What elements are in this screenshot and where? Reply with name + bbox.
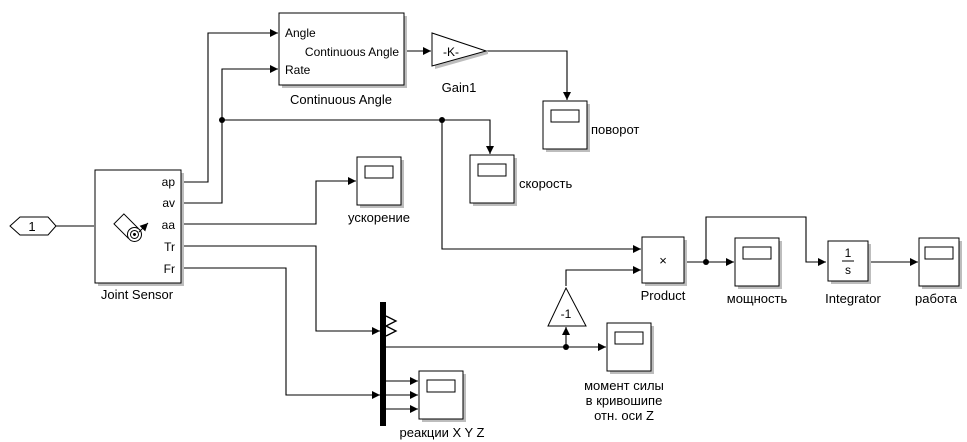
- wire-ap-to-angle[interactable]: [180, 29, 278, 183]
- scope-torque[interactable]: момент силы в кривошипе отн. оси Z: [584, 322, 664, 423]
- wire-aa-to-acceleration-scope[interactable]: [180, 177, 356, 225]
- scope-power[interactable]: мощность: [727, 237, 788, 306]
- scope-torque-label-2: в кривошипе: [586, 393, 663, 408]
- wire-av-to-rate[interactable]: [180, 65, 278, 204]
- scope-acceleration[interactable]: ускорение: [348, 156, 410, 225]
- scope-screen-icon: [550, 109, 580, 123]
- joint-sensor-block[interactable]: ap av aa Tr Fr Joint Sensor: [94, 169, 184, 302]
- port-continuous-angle-out: Continuous Angle: [305, 45, 399, 59]
- gain-neg-value: -1: [561, 307, 572, 321]
- continuous-angle-block[interactable]: Angle Rate Continuous Angle Continuous A…: [278, 12, 407, 107]
- scope-screen-icon: [742, 246, 772, 260]
- wire-av-to-velocity-scope[interactable]: [222, 119, 494, 154]
- inport-block[interactable]: 1: [9, 216, 57, 236]
- scope-reactions-label: реакции X Y Z: [400, 425, 485, 440]
- wire-fr-to-mux[interactable]: [180, 267, 380, 399]
- gain1-block[interactable]: -K- Gain1: [431, 32, 488, 95]
- product-symbol: ×: [659, 253, 667, 268]
- port-rate: Rate: [285, 63, 311, 77]
- integrator-block[interactable]: 1 s Integrator: [825, 240, 881, 306]
- scope-screen-icon: [426, 379, 456, 393]
- scope-reactions[interactable]: реакции X Y Z: [400, 370, 485, 440]
- scope-screen-icon: [364, 165, 394, 179]
- scope-acceleration-label: ускорение: [348, 210, 410, 225]
- port-aa: aa: [162, 218, 176, 232]
- wire-gain-to-rotation-scope[interactable]: [487, 50, 571, 100]
- integrator-denominator: s: [845, 263, 851, 277]
- scope-torque-label-3: отн. оси Z: [594, 408, 654, 423]
- wire-product-to-integrator[interactable]: [705, 216, 826, 266]
- wire-neg-gain-to-product[interactable]: [565, 266, 641, 286]
- integrator-numerator: 1: [845, 246, 852, 260]
- scope-screen-icon: [924, 246, 954, 260]
- port-angle: Angle: [285, 26, 316, 40]
- demux-reactions[interactable]: [380, 370, 386, 426]
- scope-rotation[interactable]: поворот: [542, 100, 639, 152]
- port-tr: Tr: [164, 240, 175, 254]
- signal-lines: [56, 29, 918, 413]
- gain-neg-block[interactable]: -1: [547, 286, 587, 327]
- product-block[interactable]: × Product: [641, 236, 687, 303]
- branch-point: [219, 117, 225, 123]
- mux-torque[interactable]: [380, 302, 398, 382]
- scope-screen-icon: [477, 163, 507, 177]
- product-label: Product: [641, 288, 686, 303]
- scope-screen-icon: [614, 331, 644, 345]
- scope-torque-label-1: момент силы: [584, 378, 664, 393]
- port-av: av: [162, 196, 175, 210]
- scope-velocity-label: скорость: [519, 176, 572, 191]
- integrator-label: Integrator: [825, 291, 881, 306]
- scope-velocity[interactable]: скорость: [469, 154, 572, 206]
- wire-tr-to-mux[interactable]: [180, 245, 380, 335]
- joint-sensor-label: Joint Sensor: [101, 287, 174, 302]
- scope-work[interactable]: работа: [915, 237, 962, 306]
- inport-number: 1: [28, 219, 35, 234]
- port-ap: ap: [162, 175, 176, 189]
- joint-sensor-icon: [113, 213, 142, 242]
- continuous-angle-label: Continuous Angle: [290, 92, 392, 107]
- gain1-label: Gain1: [442, 80, 477, 95]
- scope-work-label: работа: [915, 291, 958, 306]
- port-fr: Fr: [164, 262, 175, 276]
- scope-rotation-label: поворот: [591, 122, 639, 137]
- scope-power-label: мощность: [727, 291, 788, 306]
- wire-av-to-product[interactable]: [441, 120, 641, 253]
- gain1-value: -K-: [443, 45, 459, 59]
